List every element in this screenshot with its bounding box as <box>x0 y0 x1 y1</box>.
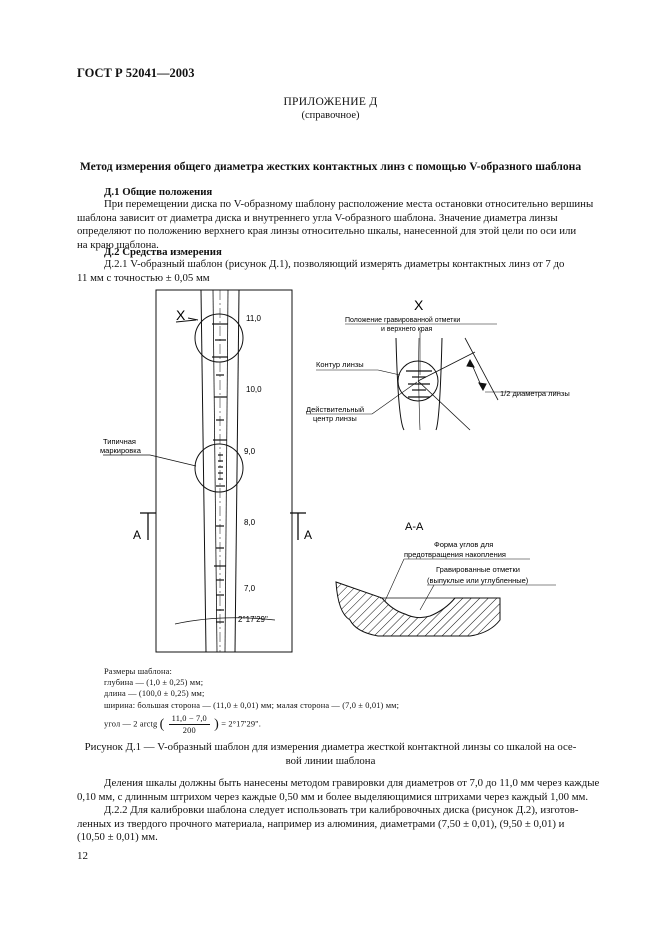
figure-caption: Рисунок Д.1 — V-образный шаблон для изме… <box>0 741 661 768</box>
engraved-marks-label: Гравированные отметки <box>436 565 520 574</box>
caption-line: Рисунок Д.1 — V-образный шаблон для изме… <box>84 741 577 753</box>
text-line: При перемещении диска по V-образному шаб… <box>104 198 594 210</box>
angle-prefix: угол — 2 arctg <box>104 719 158 729</box>
angle-fraction: 11,0 − 7,0 200 <box>168 713 210 736</box>
section-2-text: Д.2.1 V-образный шаблон (рисунок Д.1), п… <box>77 258 564 285</box>
corner-shape-label: предотвращения накопления <box>404 550 506 559</box>
scale-label: 10,0 <box>246 385 262 394</box>
dims-depth: глубина — (1,0 ± 0,25) мм; <box>104 678 204 688</box>
dims-width: ширина: большая сторона — (11,0 ± 0,01) … <box>104 700 400 710</box>
lens-circle-middle <box>194 443 244 493</box>
section-label-left: А <box>133 528 141 542</box>
detail-x-drawing <box>395 337 499 431</box>
actual-center-label: Действительный <box>306 405 364 414</box>
scale-label: 8,0 <box>244 518 256 527</box>
section-label-right: А <box>304 528 312 542</box>
text-line: 0,10 мм, с длинным штрихом через каждые … <box>77 790 589 803</box>
template-dimensions: Размеры шаблона: глубина — (1,0 ± 0,25) … <box>104 666 399 736</box>
figure-d1: X 11,0 10,0 9,0 8,0 7,0 2°17'29" Типична… <box>100 289 570 653</box>
actual-center-label: центр линзы <box>313 414 357 423</box>
section-aa-title: А-А <box>405 521 424 533</box>
section-marker-left <box>140 512 156 540</box>
section-1-title: Д.1 Общие положения <box>104 186 213 198</box>
text-line: (10,50 ± 0,01) мм. <box>77 831 158 843</box>
text-line: на краю шаблона. <box>77 238 159 251</box>
lens-contour-label: Контур линзы <box>316 360 364 369</box>
section-1-text: При перемещении диска по V-образному шаб… <box>77 198 593 252</box>
dims-angle: угол — 2 arctg ( 11,0 − 7,0 200 ) = 2°17… <box>104 713 261 736</box>
text-line: определяют по положению верхнего края ли… <box>77 225 577 237</box>
text-line: Д.2.2 Для калибровки шаблона следует исп… <box>104 804 579 816</box>
section-marker-right <box>290 512 306 540</box>
annex-subtitle: (справочное) <box>301 110 360 121</box>
text-line: Деления шкалы должны быть нанесены метод… <box>104 777 600 789</box>
page-number: 12 <box>77 850 88 862</box>
template-outline <box>155 289 293 653</box>
scale-division-text: Деления шкалы должны быть нанесены метод… <box>77 777 599 845</box>
engraved-marks-label: (выпуклые или углубленные) <box>427 576 529 585</box>
main-title: Метод измерения общего диаметра жестких … <box>79 160 582 173</box>
caption-line: вой линии шаблона <box>285 754 376 767</box>
dims-heading: Размеры шаблона: <box>104 667 173 676</box>
corner-shape-label: Форма углов для <box>434 540 493 549</box>
x-mark: X <box>176 307 186 323</box>
text-line: ленных из твердого прочного материала, н… <box>77 817 565 830</box>
text-line: шаблона зависит от диаметра диска и внут… <box>77 211 558 224</box>
engraved-position-label: Положение гравированной отметки <box>345 316 460 324</box>
template-cross-section <box>335 581 501 637</box>
v-template <box>155 289 293 653</box>
lens-contour-circle <box>397 360 439 402</box>
lens-circle-top <box>194 313 244 363</box>
scale-label: 9,0 <box>244 447 256 456</box>
scale-label: 7,0 <box>244 584 256 593</box>
document-code: ГОСТ Р 52041—2003 <box>77 66 195 80</box>
detail-x-title: X <box>414 297 424 313</box>
typical-marking-label: Типичная <box>103 437 136 446</box>
annex-title: ПРИЛОЖЕНИЕ Д <box>283 96 378 108</box>
dims-length: длина — (100,0 ± 0,25) мм; <box>104 689 205 699</box>
section-2-title: Д.2 Средства измерения <box>104 246 222 258</box>
half-diameter-label: 1/2 диаметра линзы <box>500 389 570 398</box>
text-line: Д.2.1 V-образный шаблон (рисунок Д.1), п… <box>104 258 565 270</box>
text-line: 11 мм с точностью ± 0,05 мм <box>77 271 210 284</box>
angle-label: 2°17'29" <box>238 615 268 624</box>
angle-result: = 2°17'29". <box>221 719 261 729</box>
engraved-position-label: и верхнего края <box>381 326 433 333</box>
fraction-denominator: 200 <box>182 726 196 736</box>
typical-marking-label: маркировка <box>100 446 142 455</box>
fraction-numerator: 11,0 − 7,0 <box>168 713 210 726</box>
scale-label: 11,0 <box>246 314 262 323</box>
